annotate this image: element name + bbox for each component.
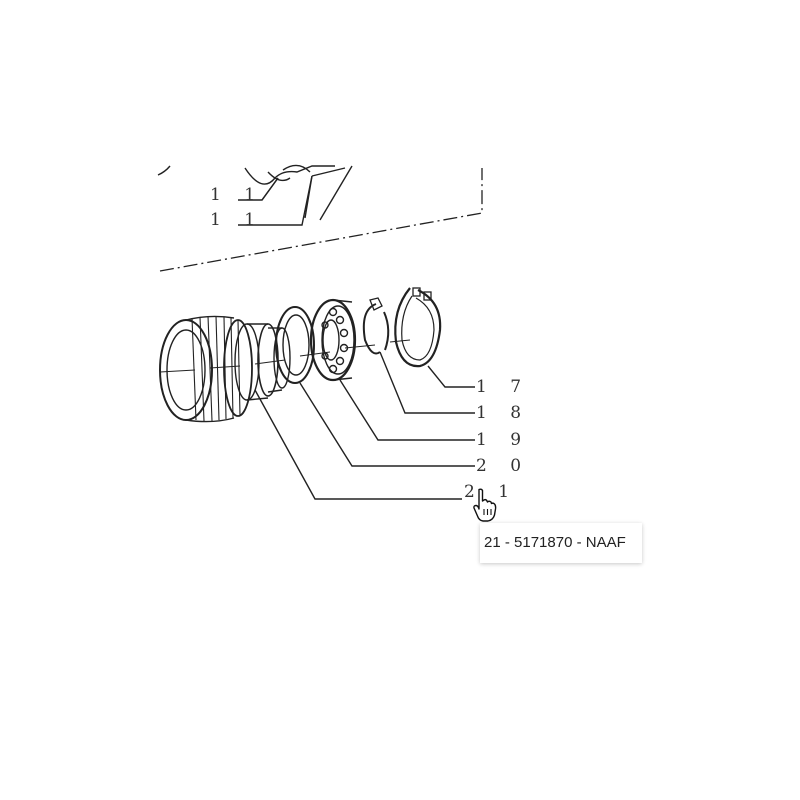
leader-11b <box>238 175 313 226</box>
part-17-circlip <box>394 287 442 368</box>
leader-20 <box>299 382 475 467</box>
leader-21 <box>254 389 462 500</box>
callout-20[interactable]: 2 0 <box>476 456 531 476</box>
callout-18[interactable]: 1 8 <box>476 403 531 423</box>
leader-19 <box>339 379 475 441</box>
hand-pointer-icon <box>473 488 497 522</box>
boundary-line <box>159 168 483 272</box>
callout-21[interactable]: 2 1 <box>464 482 519 502</box>
part-18-snap-ring <box>362 297 390 355</box>
callout-11-lower: 1 1 <box>210 210 265 230</box>
leader-17 <box>427 365 475 388</box>
part-tooltip: 21 - 5171870 - NAAF <box>480 523 642 563</box>
leader-11a <box>238 177 279 201</box>
part-21-hub <box>159 315 291 423</box>
leader-18 <box>379 351 475 414</box>
centre-axis <box>159 339 411 373</box>
part-19-bearing <box>309 298 357 382</box>
callout-17[interactable]: 1 7 <box>476 377 531 397</box>
callout-19[interactable]: 1 9 <box>476 430 531 450</box>
part-20-ring <box>275 306 315 384</box>
callout-11-upper: 1 1 <box>210 185 265 205</box>
